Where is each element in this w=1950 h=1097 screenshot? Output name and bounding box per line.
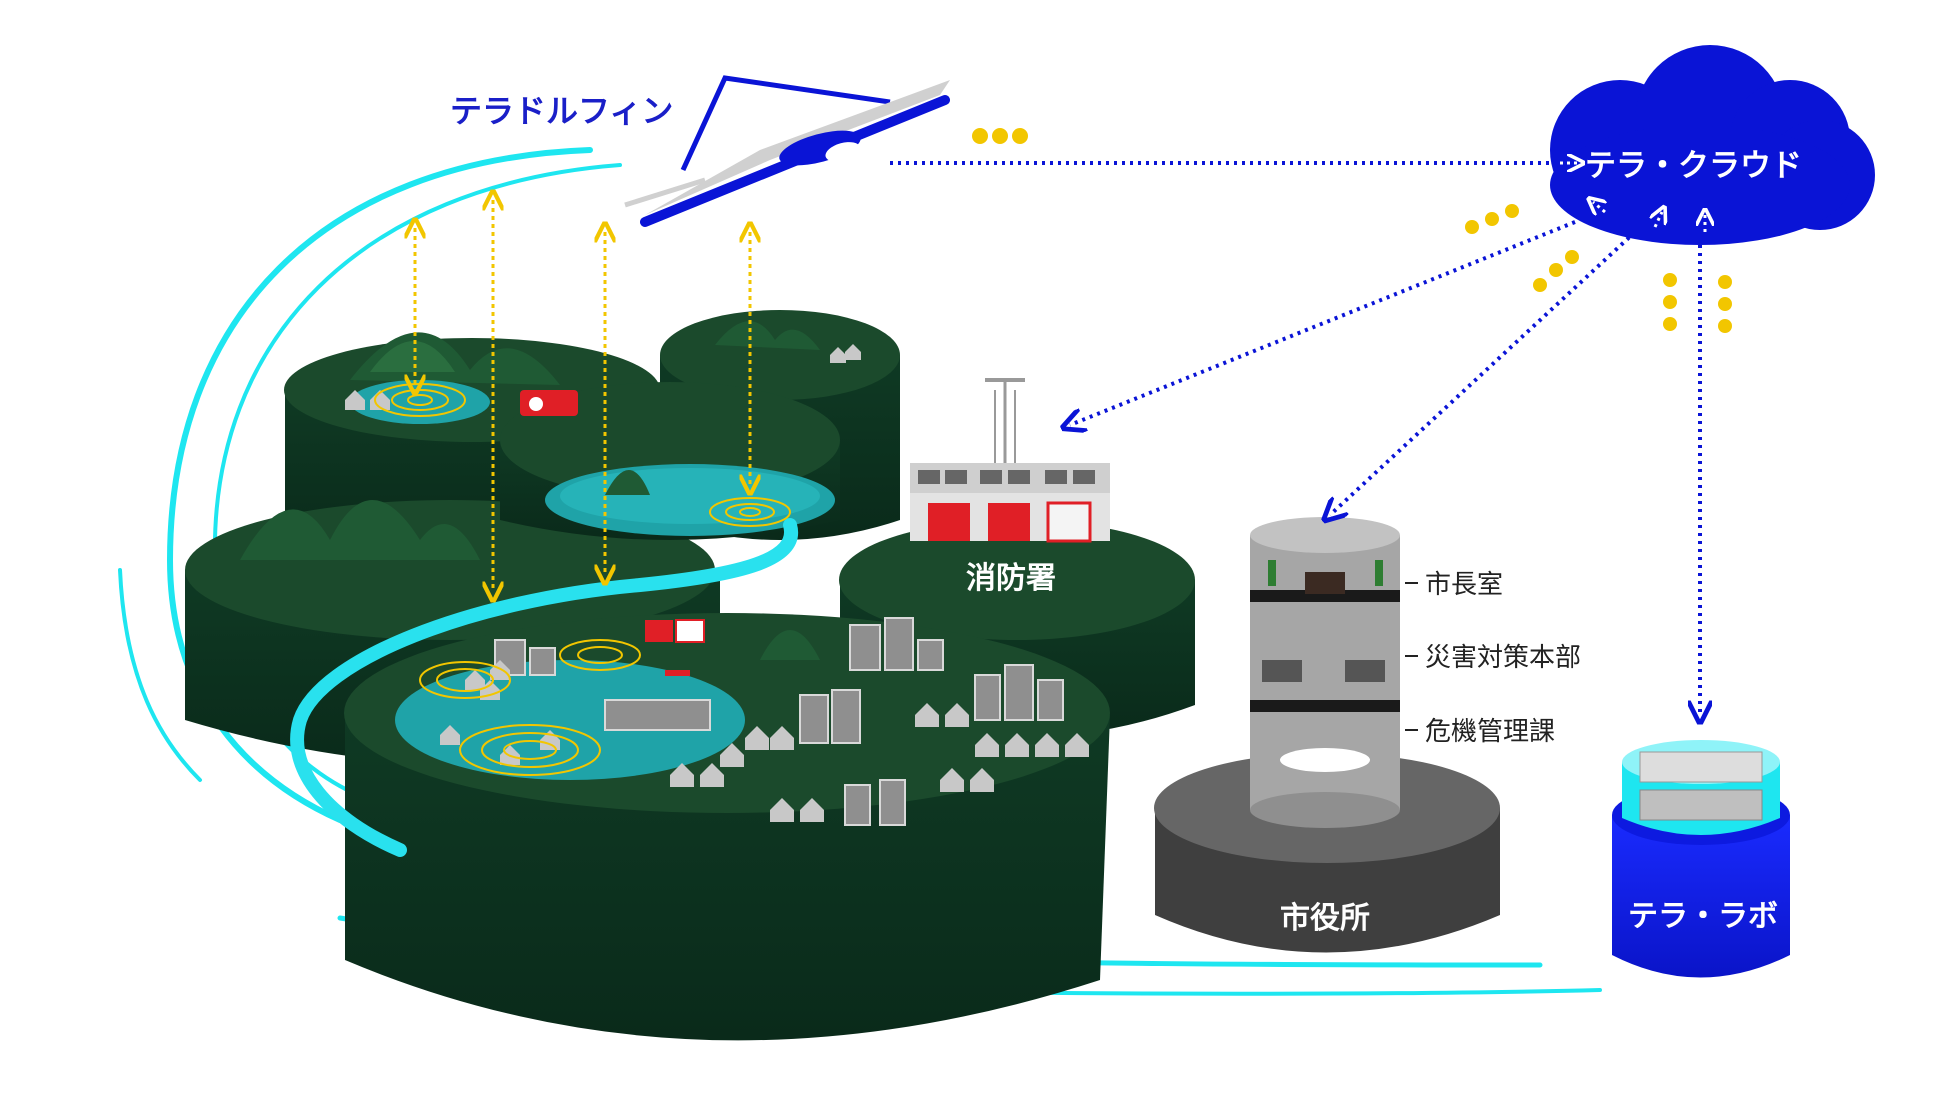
drone-label: テラドルフィン <box>450 92 673 130</box>
city-buildings <box>494 617 1064 826</box>
cloud-inner-arrows <box>1560 163 1705 232</box>
sensor-signal-rings <box>374 383 791 776</box>
sensing-arrows <box>415 200 750 592</box>
floor-label-disaster-hq: 災害対策本部 <box>1425 643 1581 673</box>
floor-label-crisis: 危機管理課 <box>1425 717 1555 747</box>
fire-trucks <box>520 390 705 676</box>
fire-station-label: 消防署 <box>966 561 1056 596</box>
lab-server-icon <box>1612 740 1790 978</box>
river <box>290 518 799 857</box>
cloud-icon <box>1550 45 1875 245</box>
floor-callout-lines <box>1405 582 1418 731</box>
fixed-wing-drone-icon <box>624 75 950 227</box>
city-hall <box>1154 517 1500 953</box>
data-link-arrows <box>890 161 1700 715</box>
cloud-label: テラ・クラウド <box>1585 148 1802 184</box>
city-hall-label: 市役所 <box>1280 901 1370 936</box>
floor-label-mayor: 市長室 <box>1425 570 1503 600</box>
transmission-dots <box>972 128 1732 333</box>
fire-station-icon <box>910 378 1110 543</box>
lab-label: テラ・ラボ <box>1628 899 1778 934</box>
